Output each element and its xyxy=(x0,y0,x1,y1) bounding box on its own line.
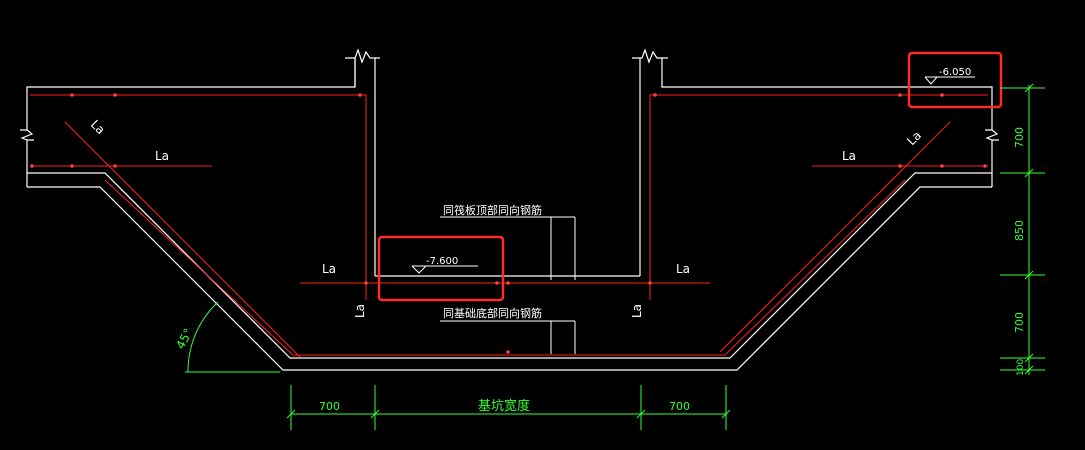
dim-right-4: 100 xyxy=(1016,359,1026,376)
dim-right-3: 700 xyxy=(1013,312,1026,333)
dim-right-2: 850 xyxy=(1013,220,1026,241)
dim-bottom-right: 700 xyxy=(669,400,690,413)
la-label: La xyxy=(353,304,367,318)
la-label: La xyxy=(630,304,644,318)
la-label: La xyxy=(676,262,690,276)
dim-bottom-middle: 基坑宽度 xyxy=(478,398,530,414)
highlight-box-right xyxy=(907,51,1003,109)
angle-mark xyxy=(185,301,280,373)
elevation-label-center: -7.600 xyxy=(426,256,458,267)
top-rebar-note: 同筏板顶部同向钢筋 xyxy=(443,203,542,217)
la-label: La xyxy=(155,149,169,163)
la-label: La xyxy=(842,149,856,163)
bottom-dimension xyxy=(286,385,731,430)
la-label: La xyxy=(322,262,336,276)
dim-right-1: 700 xyxy=(1013,127,1026,148)
highlight-box-center xyxy=(377,235,505,302)
elevation-label-right: -6.050 xyxy=(939,67,971,78)
dim-bottom-left: 700 xyxy=(319,400,340,413)
elevation-symbols xyxy=(411,76,975,274)
right-dimension xyxy=(1000,83,1045,375)
concrete-outline xyxy=(20,48,999,371)
note-leaders xyxy=(440,216,576,354)
rebar-dots xyxy=(30,93,987,354)
bottom-rebar-note: 同基础底部同向钢筋 xyxy=(443,306,542,320)
